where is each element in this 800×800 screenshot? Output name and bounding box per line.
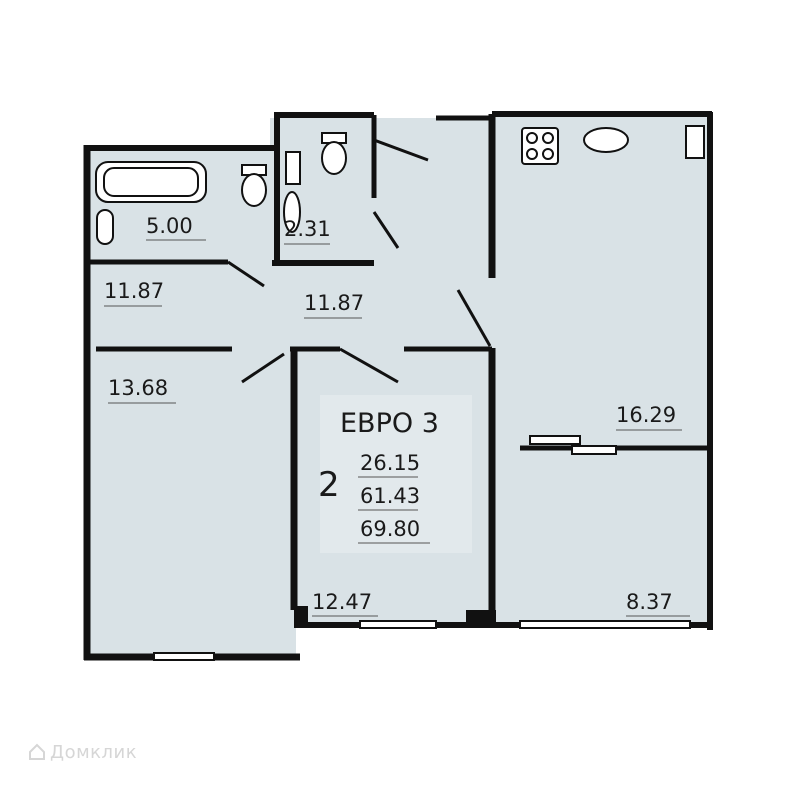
room-count: 2: [318, 465, 340, 505]
toilet-icon: [321, 141, 347, 175]
room-label-corridor: 11.87: [104, 279, 164, 303]
house-icon: [29, 743, 45, 760]
door: [227, 260, 265, 288]
windows: [153, 435, 691, 661]
sink-icon: [96, 209, 114, 245]
room-label-bathroom: 5.00: [146, 214, 193, 238]
room-labels: 5.00 2.31 11.87 11.87 13.68 16.29 12.47 …: [104, 214, 690, 617]
window: [519, 620, 691, 629]
total-area-with-balcony: 69.80: [360, 517, 420, 541]
burner: [542, 132, 554, 144]
balcony-door: [571, 445, 617, 455]
door: [373, 138, 429, 162]
balcony-door: [529, 435, 581, 445]
fixtures: [95, 125, 705, 245]
floor-bottom-left: [84, 340, 296, 658]
total-area: 61.43: [360, 484, 420, 508]
apartment-summary: ЕВРО 3 2 26.15 61.43 69.80: [318, 408, 439, 544]
room-label-middle: 12.47: [312, 590, 372, 614]
bathtub-icon: [95, 161, 207, 203]
window: [153, 652, 215, 661]
door: [456, 289, 492, 347]
toilet-icon: [241, 173, 267, 207]
floor-areas: [84, 114, 712, 658]
fridge-icon: [685, 125, 705, 159]
column: [466, 610, 496, 628]
kitchen-sink-icon: [583, 127, 629, 153]
floor-right-block: [492, 114, 712, 628]
room-label-kitchen: 16.29: [616, 403, 676, 427]
sink-icon: [283, 191, 301, 233]
door: [241, 352, 285, 384]
burner: [542, 148, 554, 160]
room-label-bedroom-left: 13.68: [108, 376, 168, 400]
stove-icon: [521, 127, 559, 165]
window: [359, 620, 437, 629]
room-label-hall: 11.87: [304, 291, 364, 315]
door: [339, 347, 399, 384]
watermark-text: Домклик: [50, 742, 138, 763]
door: [372, 211, 400, 249]
living-area: 26.15: [360, 451, 420, 475]
summary-panel: [320, 395, 472, 553]
room-label-bedroom-right: 8.37: [626, 590, 673, 614]
bathtub-inner: [103, 167, 199, 197]
apartment-type: ЕВРО 3: [340, 408, 439, 439]
walls: [83, 111, 713, 661]
doors: [227, 138, 492, 384]
column: [294, 606, 308, 626]
burner: [526, 148, 538, 160]
burner: [526, 132, 538, 144]
room-label-toilet: 2.31: [284, 217, 331, 241]
watermark: Домклик: [28, 742, 137, 763]
water-heater-icon: [285, 151, 301, 185]
